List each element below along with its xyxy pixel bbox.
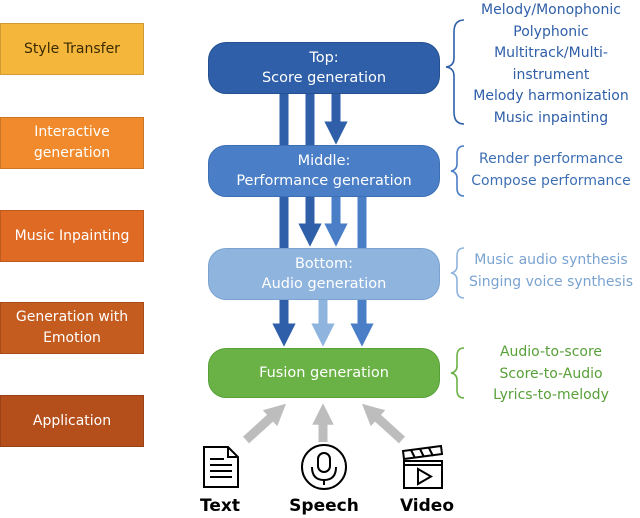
arrow-video-to-fusion	[361, 403, 406, 444]
fusion-layer-box: Fusion generation	[208, 348, 440, 398]
generation-with-emotion-label: Generation with Emotion	[15, 309, 129, 346]
task-item: Singing voice synthesis	[468, 273, 634, 290]
task-item: Lyrics-to-melody	[493, 387, 609, 403]
music-inpainting-label: Music Inpainting	[14, 227, 130, 244]
application-label: Application	[32, 412, 112, 429]
top-layer-box: Top: Score generation	[208, 42, 440, 94]
music-inpainting-box: Music Inpainting	[0, 210, 144, 262]
text-input-label: Text	[200, 496, 240, 516]
microphone-icon	[301, 444, 347, 490]
task-item: Audio-to-score	[499, 344, 603, 360]
fusion-task-list: Audio-to-score Score-to-Audio Lyrics-to-…	[462, 342, 640, 407]
middle-layer-subtitle: Performance generation	[236, 173, 412, 189]
bottom-layer-title: Bottom:	[294, 256, 354, 272]
bottom-task-list: Music audio synthesis Singing voice synt…	[462, 250, 640, 293]
brace-bottom	[450, 247, 465, 299]
bottom-layer-subtitle: Audio generation	[261, 276, 387, 292]
task-item: Polyphonic	[513, 23, 589, 40]
task-item: Music audio synthesis	[474, 252, 628, 268]
style-transfer-label: Style Transfer	[24, 40, 120, 57]
speech-input-label: Speech	[289, 496, 359, 516]
interactive-generation-label: Interactive generation	[33, 124, 111, 161]
task-item: Melody/Monophonic	[481, 2, 621, 18]
task-item: Score-to-Audio	[499, 365, 603, 382]
document-icon	[203, 446, 239, 488]
top-task-list: Melody/Monophonic Polyphonic Multitrack/…	[462, 0, 640, 129]
application-box: Application	[0, 395, 144, 447]
brace-top	[445, 19, 465, 125]
top-layer-subtitle: Score generation	[261, 70, 387, 86]
middle-layer-title: Middle:	[297, 153, 351, 169]
task-item: Compose performance	[471, 172, 631, 189]
bottom-layer-box: Bottom: Audio generation	[208, 248, 440, 300]
generation-with-emotion-box: Generation with Emotion	[0, 302, 144, 354]
video-input-label: Video	[399, 496, 455, 516]
interactive-generation-box: Interactive generation	[0, 117, 144, 169]
brace-fusion	[450, 347, 465, 399]
video-clapperboard-icon	[401, 444, 444, 489]
arrow-text-to-fusion	[242, 403, 287, 444]
middle-layer-box: Middle: Performance generation	[208, 145, 440, 197]
task-item: Music inpainting	[493, 109, 609, 126]
style-transfer-box: Style Transfer	[0, 23, 144, 75]
top-layer-title: Top:	[309, 50, 339, 66]
fusion-layer-title: Fusion generation	[259, 365, 389, 381]
task-item: instrument	[512, 66, 590, 83]
task-item: Melody harmonization	[473, 88, 629, 104]
middle-task-list: Render performance Compose performance	[462, 149, 640, 192]
brace-middle	[450, 145, 465, 197]
task-item: Multitrack/Multi-	[494, 45, 608, 61]
task-item: Render performance	[479, 151, 623, 167]
